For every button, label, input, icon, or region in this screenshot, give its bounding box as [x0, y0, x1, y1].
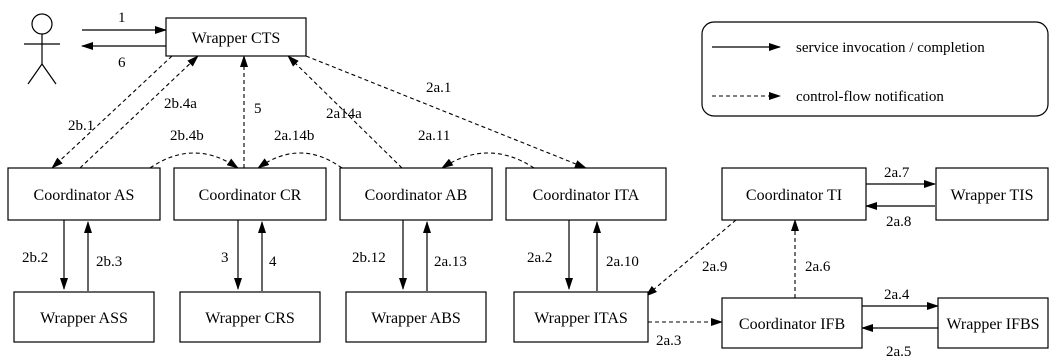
edge-label-2b4b: 2b.4b	[170, 128, 204, 144]
node-label: Wrapper ITAS	[534, 310, 628, 327]
node-wrapper-itas: Wrapper ITAS	[513, 291, 649, 343]
edge-label-2a10: 2a.10	[606, 254, 639, 270]
edge-label-2b4a: 2b.4a	[164, 96, 197, 112]
node-label: Coordinator AS	[34, 187, 135, 204]
node-coordinator-ab: Coordinator AB	[339, 167, 493, 221]
edge-label-2a11: 2a.11	[418, 128, 450, 144]
edge-label-2a9: 2a.9	[702, 259, 727, 275]
node-label: Wrapper CTS	[192, 30, 281, 47]
node-coordinator-ita: Coordinator ITA	[505, 167, 667, 221]
edge-2a14a	[287, 55, 403, 169]
node-label: Wrapper TIS	[950, 187, 1033, 204]
edge-label-2a3: 2a.3	[656, 333, 681, 349]
node-wrapper-crs: Wrapper CRS	[179, 291, 321, 343]
node-label: Coordinator ITA	[533, 187, 640, 204]
edge-label-2b2: 2b.2	[22, 250, 48, 266]
edge-label-4: 4	[269, 254, 277, 270]
legend-solid-label: service invocation / completion	[796, 40, 985, 56]
edge-2a9	[645, 219, 737, 297]
legend-frame	[701, 21, 1049, 117]
edge-label-3: 3	[221, 250, 229, 266]
node-coordinator-as: Coordinator AS	[7, 167, 161, 221]
legend: service invocation / completion control-…	[701, 21, 1049, 117]
edge-label-2a2: 2a.2	[527, 250, 552, 266]
edge-label-6: 6	[118, 55, 126, 71]
edge-label-2a14b: 2a.14b	[274, 128, 314, 144]
edge-label-2b12: 2b.12	[352, 250, 386, 266]
node-label: Coordinator IFB	[739, 316, 845, 333]
node-wrapper-abs: Wrapper ABS	[345, 291, 487, 343]
node-wrapper-ifbs: Wrapper IFBS	[937, 297, 1049, 349]
edge-label-2a7: 2a.7	[884, 165, 910, 181]
node-coordinator-ifb: Coordinator IFB	[721, 297, 863, 349]
edge-2a11	[441, 152, 535, 169]
solid-edges	[60, 26, 939, 332]
edge-2a1	[305, 55, 587, 169]
edge-labels: 1 6 2b.1 2b.4a 5 2a14a 2a.1 2b.4b 2a.14b…	[22, 10, 911, 360]
edge-label-2a8: 2a.8	[886, 214, 911, 230]
edge-label-1: 1	[118, 10, 126, 26]
edge-label-2a1: 2a.1	[426, 80, 451, 96]
node-label: Wrapper CRS	[205, 310, 295, 327]
dashed-edges	[51, 55, 799, 326]
edge-2b1	[51, 55, 173, 169]
node-wrapper-cts: Wrapper CTS	[165, 17, 307, 57]
edge-label-2b3: 2b.3	[96, 254, 122, 270]
node-label: Wrapper ABS	[371, 310, 461, 327]
edge-label-2a13: 2a.13	[434, 254, 467, 270]
node-label: Wrapper IFBS	[946, 316, 1039, 333]
node-coordinator-ti: Coordinator TI	[721, 167, 867, 221]
edge-label-5: 5	[254, 101, 262, 117]
node-label: Coordinator CR	[199, 187, 302, 204]
edge-label-2a5: 2a.5	[886, 344, 911, 360]
edge-label-2b1: 2b.1	[68, 118, 94, 134]
node-label: Coordinator AB	[365, 187, 468, 204]
node-coordinator-cr: Coordinator CR	[173, 167, 327, 221]
user-actor-icon	[24, 13, 60, 85]
edge-label-2a6: 2a.6	[805, 259, 831, 275]
legend-dashed-label: control-flow notification	[796, 89, 944, 105]
edge-2b4a	[79, 55, 199, 169]
edge-label-2a14a: 2a14a	[326, 106, 362, 122]
edge-2b4b	[149, 152, 239, 169]
node-wrapper-ass: Wrapper ASS	[13, 291, 155, 343]
edge-2a14b	[257, 152, 343, 169]
edge-label-2a4: 2a.4	[884, 287, 910, 303]
node-label: Coordinator TI	[746, 187, 842, 204]
node-wrapper-tis: Wrapper TIS	[935, 167, 1049, 221]
node-label: Wrapper ASS	[40, 310, 128, 327]
